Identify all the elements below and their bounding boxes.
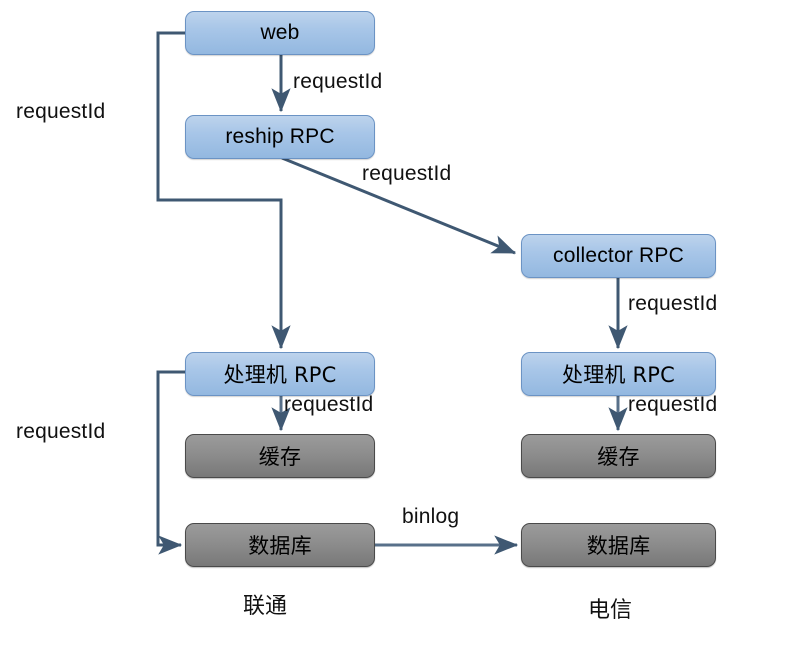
caption-region-right: 电信 xyxy=(588,598,633,623)
edge-label-db-left-to-db-right: binlog xyxy=(402,505,460,528)
node-handler-rpc-left-label: 处理机 RPC xyxy=(223,363,337,387)
edge-label-handler-left-to-cache-left: requestId xyxy=(284,393,374,416)
edge-label-reship-to-collector: requestId xyxy=(362,162,452,185)
node-handler-rpc-left[interactable]: 处理机 RPC xyxy=(185,352,375,396)
caption-region-left: 联通 xyxy=(243,594,288,619)
node-handler-rpc-right-label: 处理机 RPC xyxy=(562,363,675,387)
node-web-label: web xyxy=(260,21,300,44)
edge-label-collector-to-handler-right: requestId xyxy=(628,292,718,315)
node-collector-rpc[interactable]: collector RPC xyxy=(521,234,716,278)
edge-label-handler-right-to-cache-right: requestId xyxy=(628,393,718,416)
node-reship-rpc-label: reship RPC xyxy=(225,125,335,148)
node-database-left[interactable]: 数据库 xyxy=(185,523,375,567)
node-reship-rpc[interactable]: reship RPC xyxy=(185,115,375,159)
edge-handler-left-to-db-left xyxy=(156,370,185,555)
node-cache-left[interactable]: 缓存 xyxy=(185,434,375,478)
edge-label-web-to-reship: requestId xyxy=(293,70,383,93)
node-database-right-label: 数据库 xyxy=(586,534,651,558)
node-cache-left-label: 缓存 xyxy=(258,445,302,469)
node-handler-rpc-right[interactable]: 处理机 RPC xyxy=(521,352,716,396)
node-cache-right[interactable]: 缓存 xyxy=(521,434,716,478)
edge-web-to-handler-left xyxy=(156,31,291,350)
edge-label-handler-left-to-db-left: requestId xyxy=(16,420,106,443)
node-cache-right-label: 缓存 xyxy=(597,445,640,469)
node-database-left-label: 数据库 xyxy=(248,534,312,558)
node-collector-rpc-label: collector RPC xyxy=(553,244,684,267)
node-web[interactable]: web xyxy=(185,11,375,55)
edge-label-web-to-handler-left: requestId xyxy=(16,100,106,123)
node-database-right[interactable]: 数据库 xyxy=(521,523,716,567)
